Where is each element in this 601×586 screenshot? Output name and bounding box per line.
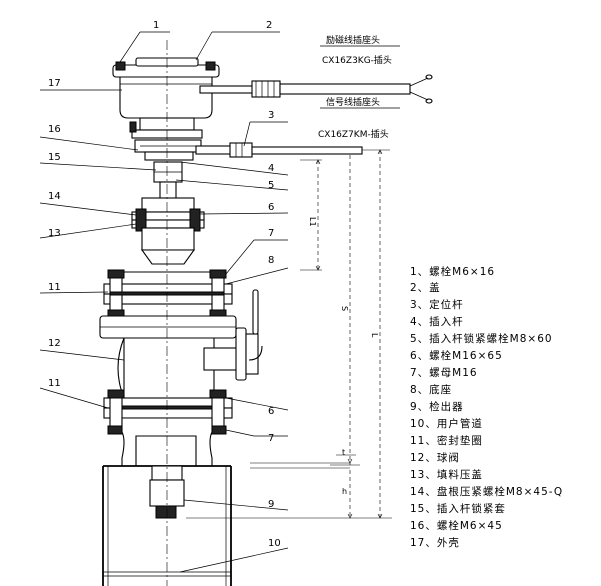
excitation-connector-title: 励磁线插座头 [326, 34, 380, 46]
connector-labels: 励磁线插座头 CX16Z3KG-插头 信号线插座头 CX16Z7KM-插头 [318, 34, 392, 140]
callout-8: 8 [268, 255, 274, 266]
parts-list-item: 16、螺栓M6×45 [410, 519, 503, 532]
insertion-rod-area [131, 161, 205, 265]
callout-1: 1 [153, 20, 159, 31]
excitation-cable [199, 74, 433, 104]
parts-list-item: 7、螺母M16 [410, 367, 478, 379]
callout-4: 4 [268, 163, 274, 174]
valve-body [123, 337, 215, 399]
callout-5: 5 [268, 180, 274, 191]
housing-assembly [112, 57, 220, 161]
callout-15: 15 [48, 152, 61, 163]
parts-list-item: 8、底座 [410, 383, 452, 396]
upper-flange-pair [103, 269, 233, 317]
callout-3: 3 [268, 110, 274, 121]
parts-list: 1、螺栓M6×16 2、盖 3、定位杆 4、插入杆 5、插入杆锁紧螺栓M8×60… [410, 265, 563, 549]
signal-connector-title: 信号线插座头 [326, 96, 380, 108]
cover-plate [112, 64, 220, 78]
dimension-lines [186, 149, 392, 519]
callout-6b: 6 [268, 406, 274, 417]
parts-list-item: 14、盘根压紧螺栓M8×45-Q [410, 485, 563, 498]
callout-6a: 6 [268, 202, 274, 213]
callout-7a: 7 [268, 228, 274, 239]
callout-11a: 11 [48, 282, 61, 293]
callout-12: 12 [48, 338, 61, 349]
gland-body [141, 227, 195, 251]
valve-stem-housing [203, 347, 239, 371]
callout-14: 14 [48, 191, 61, 202]
parts-list-item: 2、盖 [410, 281, 441, 294]
dim-s: S [340, 306, 349, 311]
packing-gland [141, 197, 195, 213]
valve-handle-lever [252, 289, 259, 335]
parts-list-item: 11、密封垫圈 [410, 434, 483, 447]
valve-handle-boss [245, 333, 259, 375]
detector-tip [155, 505, 177, 519]
positioning-rod [251, 146, 363, 155]
excitation-connector-model: CX16Z3KG-插头 [322, 54, 392, 66]
cover-screw-right [205, 61, 216, 71]
callout-10: 10 [268, 538, 281, 549]
callout-16: 16 [48, 124, 61, 135]
parts-list-item: 12、球阀 [410, 451, 460, 464]
parts-list-item: 5、插入杆锁紧螺栓M8×60 [410, 332, 553, 345]
callout-2: 2 [266, 20, 272, 31]
dim-l: L [370, 333, 379, 338]
dim-l1: L1 [308, 217, 317, 227]
callout-17: 17 [48, 78, 61, 89]
parts-list-item: 6、螺栓M16×65 [410, 349, 503, 362]
housing-body [119, 76, 213, 119]
valve-side-flange [235, 327, 247, 381]
callout-7b: 7 [268, 433, 274, 444]
dimension-labels: L1 S L t h [308, 217, 379, 496]
dim-h: h [342, 487, 347, 496]
signal-connector-model: CX16Z7KM-插头 [318, 128, 389, 140]
callout-13: 13 [48, 228, 61, 239]
parts-list-item: 4、插入杆 [410, 315, 464, 328]
parts-list-item: 9、检出器 [410, 400, 464, 413]
parts-list-item: 10、用户管道 [410, 417, 483, 430]
callout-leaders [39, 31, 289, 573]
callout-9: 9 [268, 499, 274, 510]
dim-t: t [342, 448, 345, 457]
parts-list-item: 3、定位杆 [410, 298, 464, 311]
parts-list-item: 17、外壳 [410, 536, 460, 549]
parts-list-item: 13、填料压盖 [410, 468, 483, 481]
parts-list-item: 15、插入杆锁紧套 [410, 502, 506, 515]
callout-numbers: 1 2 17 3 16 15 4 5 14 6 13 7 8 11 12 11 … [48, 20, 281, 549]
cover-screw-left [115, 61, 126, 71]
signal-cable [195, 142, 363, 158]
base-seat [119, 271, 217, 285]
parts-list-item: 1、螺栓M6×16 [410, 265, 495, 278]
callout-11b: 11 [48, 378, 61, 389]
housing-base-ring [144, 151, 194, 161]
housing-screw-left [129, 121, 137, 133]
